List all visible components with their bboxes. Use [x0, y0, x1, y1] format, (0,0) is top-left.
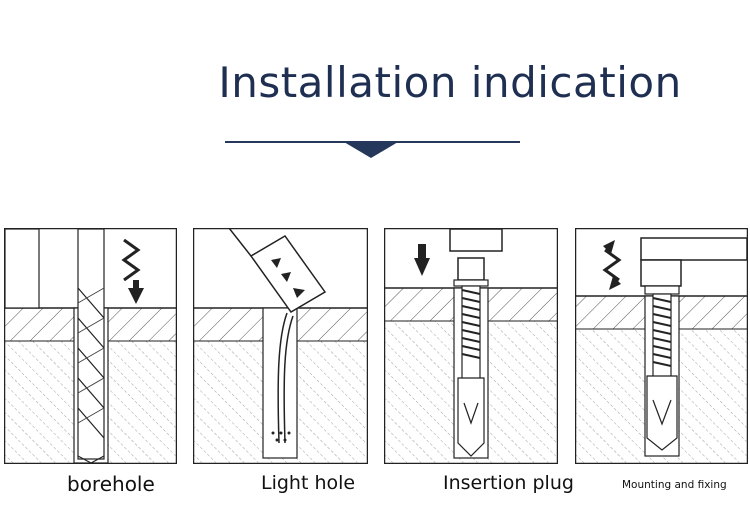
step-mounting-fixing-panel: [575, 228, 748, 464]
cleaning-illustration: [193, 228, 368, 464]
caption-borehole: borehole: [67, 472, 155, 496]
divider-pointer-icon: [344, 142, 398, 158]
step-insertion-plug-panel: [384, 228, 558, 464]
caption-mounting-fixing: Mounting and fixing: [622, 479, 727, 491]
caption-insertion-plug: Insertion plug: [443, 472, 574, 494]
insertion-illustration: [384, 228, 558, 464]
drilling-illustration: [4, 228, 177, 464]
caption-light-hole: Light hole: [261, 472, 356, 494]
page-title: Installation indication: [218, 58, 682, 107]
mounting-illustration: [575, 228, 748, 464]
step-light-hole-panel: [193, 228, 368, 464]
step-borehole-panel: [4, 228, 177, 464]
